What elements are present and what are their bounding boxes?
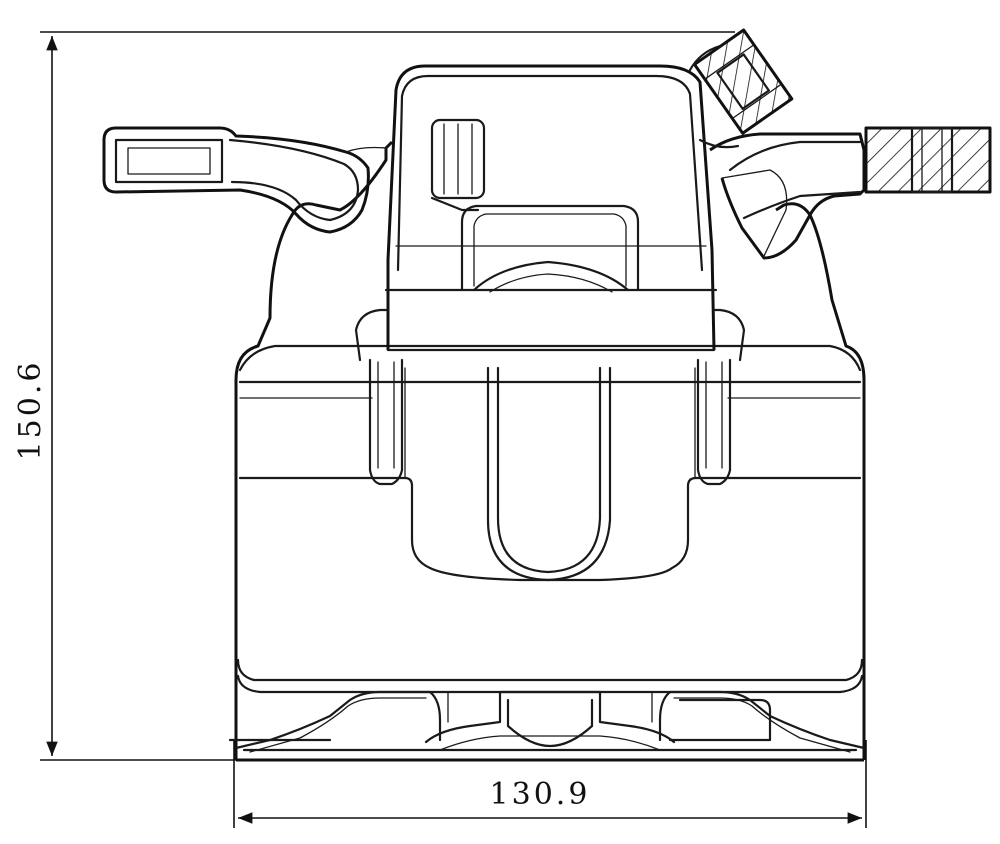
height-dimension: 150.6 xyxy=(13,31,735,761)
hose-fitting xyxy=(688,28,794,149)
width-dimension-label: 130.9 xyxy=(490,777,591,812)
left-mounting-bracket xyxy=(102,126,387,234)
bracket-section-hatch xyxy=(866,128,990,192)
caliper-housing xyxy=(234,140,866,762)
cylinder-housing xyxy=(354,64,746,362)
height-dimension-label: 150.6 xyxy=(13,360,48,461)
bleed-fitting xyxy=(430,118,486,212)
right-mounting-bracket xyxy=(709,126,992,260)
width-dimension: 130.9 xyxy=(233,740,867,828)
lower-casting xyxy=(228,690,866,753)
